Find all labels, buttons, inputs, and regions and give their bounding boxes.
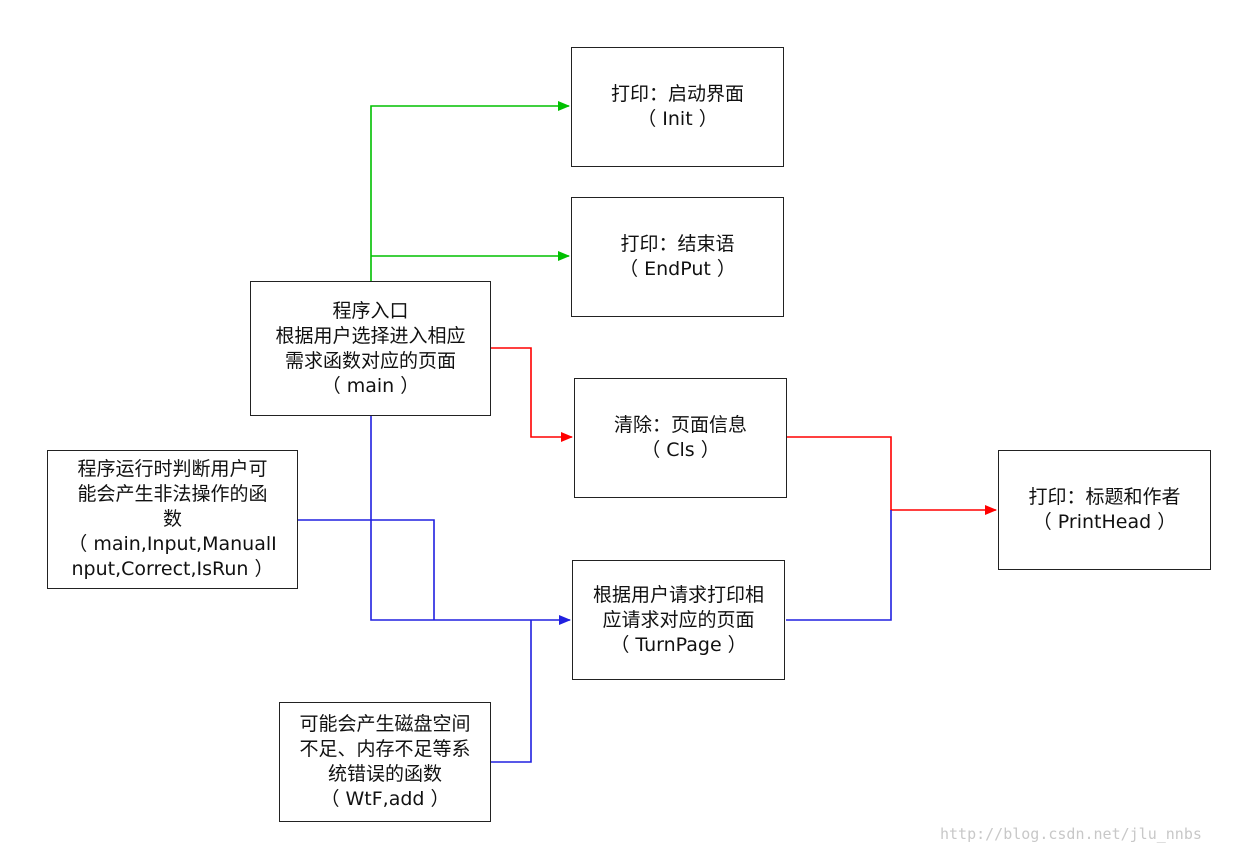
node-cls-line-2: （ Cls ） (641, 439, 720, 461)
node-illegal-line-4: （ main,Input,ManualI (68, 533, 277, 555)
node-illegal-line-3: 数 (162, 508, 182, 530)
node-main: 程序入口 根据用户选择进入相应 需求函数对应的页面 （ main ） (250, 281, 491, 416)
node-cls-line-1: 清除：页面信息 (613, 414, 747, 436)
edge-main-to-cls (491, 347, 573, 442)
edge-syserr-to-turnpage (491, 620, 532, 763)
node-endput-line-1: 打印：结束语 (620, 233, 735, 255)
node-turnpage-line-1: 根据用户请求打印相 (592, 583, 764, 606)
edge-turnpage-to-printhead (786, 510, 892, 621)
node-init: 打印：启动界面 （ Init ） (571, 47, 784, 167)
node-illegal-ops: 程序运行时判断用户可 能会产生非法操作的函 数 （ main,Input,Man… (47, 450, 298, 589)
node-syserr-line-1: 可能会产生磁盘空间 (299, 713, 471, 735)
node-cls: 清除：页面信息 （ Cls ） (574, 378, 787, 498)
node-system-errors-label: 可能会产生磁盘空间 不足、内存不足等系 统错误的函数 （ WtF,add ） (299, 712, 470, 812)
node-init-line-2: （ Init ） (637, 108, 718, 130)
node-init-label: 打印：启动界面 （ Init ） (611, 82, 744, 132)
node-printhead-line-1: 打印：标题和作者 (1028, 486, 1181, 508)
node-turnpage-line-2: 应请求对应的页面 (602, 608, 755, 631)
edge-main-to-turnpage (370, 416, 571, 625)
watermark: http://blog.csdn.net/jlu_nnbs (940, 825, 1202, 843)
node-syserr-line-3: 统错误的函数 (327, 763, 442, 785)
node-main-line-4: （ main ） (321, 374, 420, 397)
node-printhead-label: 打印：标题和作者 （ PrintHead ） (1028, 485, 1180, 535)
node-main-line-2: 根据用户选择进入相应 (275, 324, 466, 347)
node-illegal-line-1: 程序运行时判断用户可 (77, 458, 268, 480)
node-main-line-1: 程序入口 (332, 299, 409, 322)
node-illegal-line-5: nput,Correct,IsRun ） (71, 558, 274, 580)
edge-cls-to-printhead (787, 436, 997, 515)
node-illegal-line-2: 能会产生非法操作的函 (77, 483, 268, 505)
node-endput: 打印：结束语 （ EndPut ） (571, 197, 784, 317)
node-turnpage: 根据用户请求打印相 应请求对应的页面 （ TurnPage ） (572, 560, 785, 680)
edge-main-to-init (370, 101, 570, 281)
node-endput-line-2: （ EndPut ） (619, 258, 736, 280)
node-system-errors: 可能会产生磁盘空间 不足、内存不足等系 统错误的函数 （ WtF,add ） (279, 702, 491, 822)
node-endput-label: 打印：结束语 （ EndPut ） (619, 232, 736, 282)
node-main-label: 程序入口 根据用户选择进入相应 需求函数对应的页面 （ main ） (275, 299, 465, 399)
edge-illegal-to-turnpage (298, 519, 435, 620)
node-printhead: 打印：标题和作者 （ PrintHead ） (998, 450, 1211, 570)
node-syserr-line-4: （ WtF,add ） (320, 788, 450, 810)
node-init-line-1: 打印：启动界面 (610, 83, 744, 105)
node-printhead-line-2: （ PrintHead ） (1032, 511, 1177, 533)
node-cls-label: 清除：页面信息 （ Cls ） (614, 413, 747, 463)
node-syserr-line-2: 不足、内存不足等系 (299, 738, 471, 760)
node-illegal-ops-label: 程序运行时判断用户可 能会产生非法操作的函 数 （ main,Input,Man… (68, 457, 276, 582)
node-main-line-3: 需求函数对应的页面 (284, 349, 456, 372)
node-turnpage-label: 根据用户请求打印相 应请求对应的页面 （ TurnPage ） (593, 583, 764, 658)
node-turnpage-line-3: （ TurnPage ） (610, 633, 747, 656)
